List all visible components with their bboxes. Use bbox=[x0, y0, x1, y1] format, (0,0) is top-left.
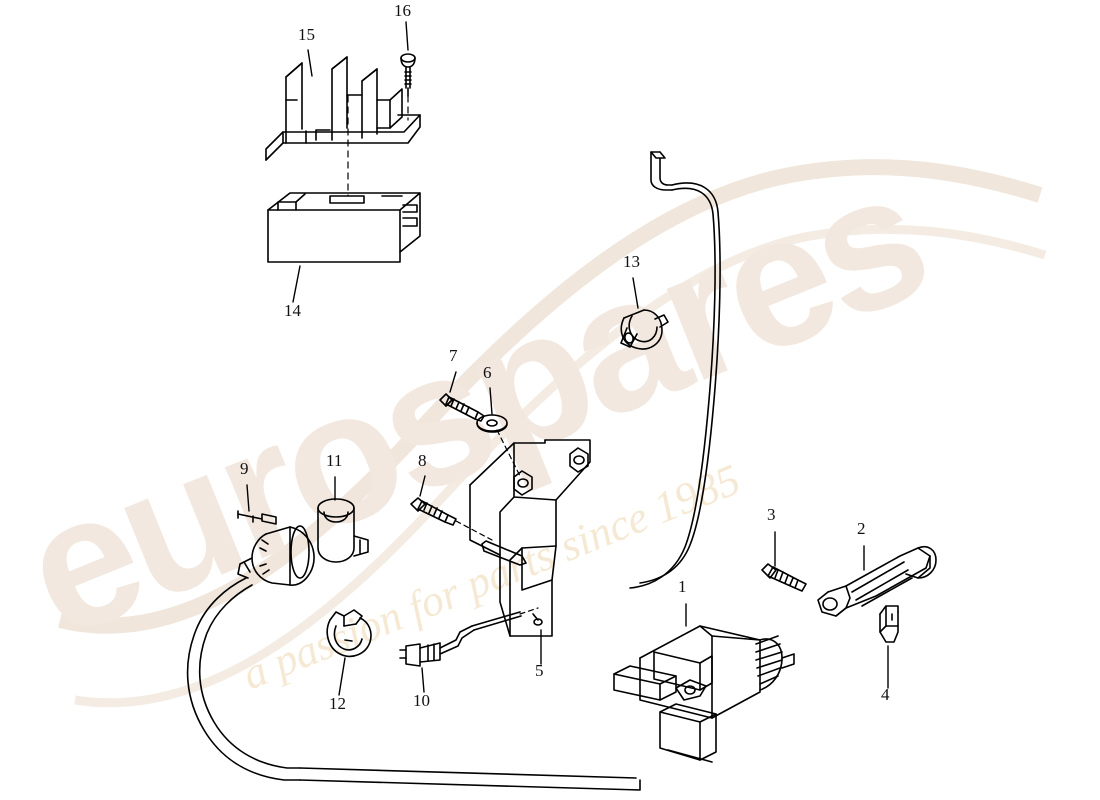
part-9-pin bbox=[237, 510, 277, 525]
part-13-cable-grommet-clip bbox=[620, 309, 669, 350]
callout-6[interactable]: 6 bbox=[483, 363, 492, 382]
part-16-holder-screw bbox=[400, 53, 416, 97]
callout-8[interactable]: 8 bbox=[418, 451, 427, 470]
callout-4[interactable]: 4 bbox=[881, 685, 890, 704]
part-6-washer bbox=[476, 414, 508, 433]
lower-cable bbox=[186, 577, 641, 791]
callout-16[interactable]: 16 bbox=[394, 1, 411, 20]
callout-13[interactable]: 13 bbox=[623, 252, 640, 271]
callout-9[interactable]: 9 bbox=[240, 459, 249, 478]
part-3-fastening-screw bbox=[761, 563, 807, 592]
callout-1[interactable]: 1 bbox=[678, 577, 687, 596]
callout-10[interactable]: 10 bbox=[413, 691, 430, 710]
part-2-operating-lever bbox=[817, 545, 937, 617]
callout-leaders bbox=[246, 21, 889, 696]
lock-cylinder-body bbox=[237, 525, 315, 586]
callout-3[interactable]: 3 bbox=[767, 505, 776, 524]
callout-7[interactable]: 7 bbox=[449, 346, 458, 365]
callout-15[interactable]: 15 bbox=[298, 25, 315, 44]
callout-14[interactable]: 14 bbox=[284, 301, 301, 320]
part-10-connector-rod bbox=[399, 611, 522, 667]
part-1-lock-actuator-motor bbox=[613, 625, 795, 763]
part-4-retaining-clip bbox=[879, 605, 899, 643]
part-11-rubber-sleeve bbox=[317, 498, 369, 563]
part-14-control-unit bbox=[267, 192, 421, 263]
callout-2[interactable]: 2 bbox=[857, 519, 866, 538]
callout-11[interactable]: 11 bbox=[326, 451, 343, 470]
part-8-hex-bolt-short bbox=[410, 497, 457, 526]
callout-12[interactable]: 12 bbox=[329, 694, 346, 713]
part-12-cable-clip bbox=[326, 609, 372, 658]
part-5-mounting-bracket bbox=[469, 439, 591, 637]
part-7-hex-bolt-long bbox=[439, 393, 485, 422]
part-15-control-unit-holder bbox=[265, 56, 421, 161]
callout-5[interactable]: 5 bbox=[535, 661, 544, 680]
main-cable bbox=[629, 151, 721, 589]
